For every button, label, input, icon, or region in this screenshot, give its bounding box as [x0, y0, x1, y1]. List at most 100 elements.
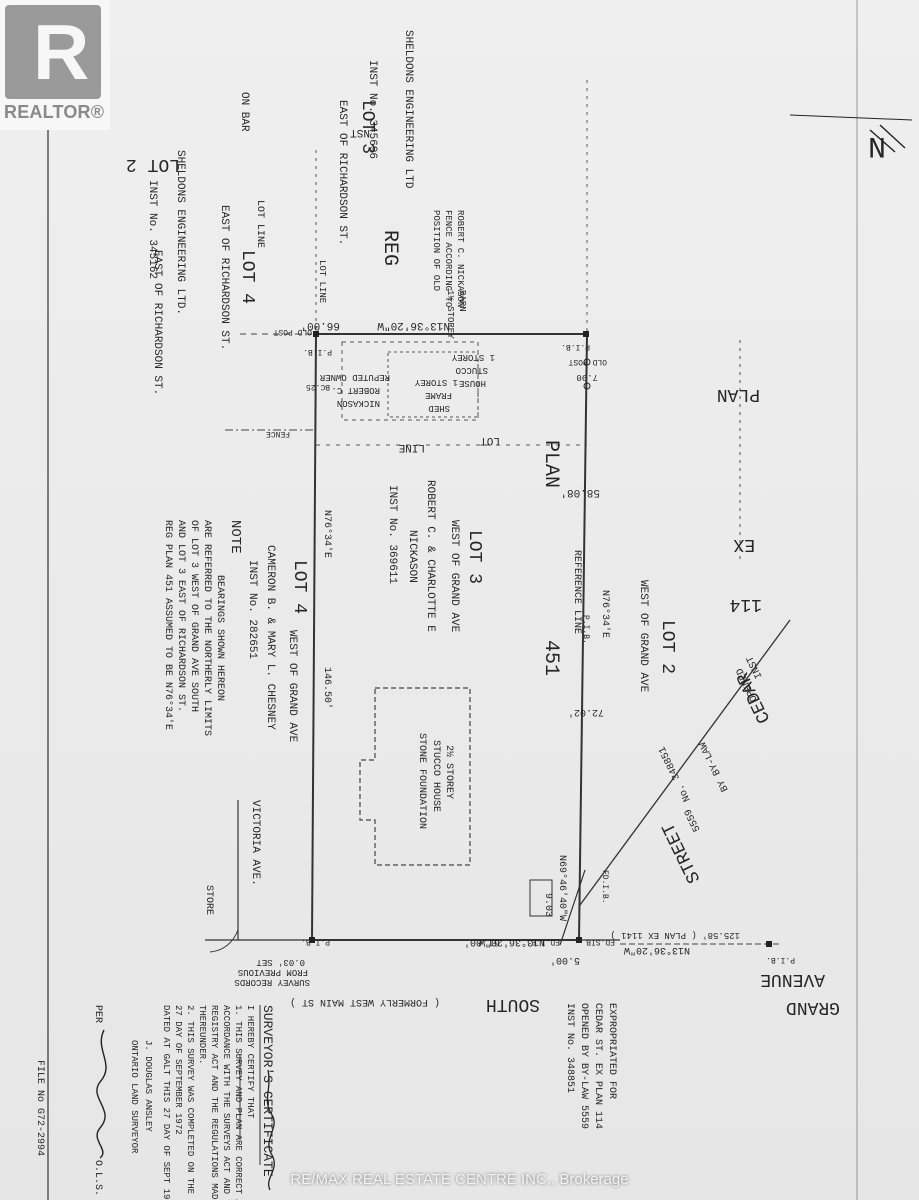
fdsib-label: FD.SIB [586, 937, 615, 946]
edge-on-bar-label: ON BAR [238, 92, 250, 132]
north-arrow-label: N [868, 128, 886, 162]
survey-marker-ne [583, 331, 589, 337]
brokerage-watermark: RE/MAX REAL ESTATE CENTRE INC., Brokerag… [290, 1171, 629, 1188]
plan-big-label: PLAN [539, 440, 562, 488]
grand-label: GRAND [786, 997, 840, 1017]
reference-line-label: REFERENCE LINE [571, 550, 582, 634]
bearing-right-label: N13°36'20"W [479, 936, 545, 948]
nickason-a-label: NICKASON [337, 398, 380, 408]
frame-label: FRAME [425, 390, 452, 400]
frame-storey-label: 1 STOREY [414, 377, 458, 387]
cert-line-1: I HEREBY CERTIFY THAT [245, 1005, 255, 1119]
note-line-2: ARE REFERRED TO THE NORTHERLY LIMITS [201, 520, 212, 736]
west-of-grand-a: WEST OF GRAND AVE [448, 520, 460, 633]
avenue-label: AVENUE [760, 969, 825, 989]
cert-line-7: 27 DAY OF SEPTEMBER 1972 [173, 1005, 183, 1135]
plan-num-big-label: 451 [539, 640, 562, 676]
store-a-label: STORE [203, 885, 214, 915]
victoria-ave-label: VICTORIA AVE. [249, 800, 261, 886]
lot4-east-label: LOT 4 [237, 250, 257, 304]
cert-line-8: DATED AT GALT THIS 27 DAY OF SEPT 1972 [161, 1005, 171, 1200]
stucco-label: STUCCO [456, 365, 488, 375]
inst-no-d: INST No. 345162 [146, 180, 158, 279]
dim-7202-label: 72.02' [568, 706, 604, 718]
file-no-label: FILE No G72-2994 [34, 1060, 45, 1156]
survey-marker-a [583, 358, 591, 366]
corner-line [559, 869, 586, 946]
property-boundary [310, 333, 589, 941]
reputed-owner-label: REPUTED OWNER [319, 372, 390, 382]
inst-no-a: INST No. 345696 [366, 60, 378, 159]
survey-marker-b [583, 382, 591, 390]
east-of-richardson-b: EAST OF RICHARDSON ST. [336, 100, 348, 245]
plb-b-label: P.I.B. [561, 342, 590, 351]
lot-line-a-label: LOT LINE [254, 200, 265, 248]
width-left-label: 66.00' [300, 319, 340, 331]
ols-label: O.L.S. [92, 1160, 103, 1196]
plan-ex-a-label: PLAN [717, 384, 760, 404]
bearing-diag-label: N69°46'40"W [556, 855, 568, 921]
plan-ex-num-label: 114 [730, 594, 762, 614]
lot4-west-label: LOT 4 [289, 560, 309, 614]
note-line-3: OF LOT 3 WEST OF GRAND AVE SOUTH [188, 520, 199, 712]
cedar-street-line [579, 619, 791, 906]
cert-line-5: THEREUNDER. [197, 1005, 207, 1064]
sheldons-eng-b: SHELDONS ENGINEERING LTD. [174, 150, 186, 315]
fence-according-label: FENCE ACCORDING TO [443, 210, 453, 307]
barn-label: BARN [457, 290, 467, 312]
from-previous-label: FROM PREVIOUS [238, 967, 308, 977]
dim-003-label: 0.03' SET [256, 957, 305, 967]
shed-label: SHED [428, 403, 450, 413]
cert-line-9: J. DOUGLAS ANSLEY [143, 1040, 153, 1132]
fdib-b-label: FD.I.B. [526, 937, 560, 946]
house-a-label: HOUSE [459, 378, 486, 388]
expropriated-label: EXPROPRIATED FOR [606, 1003, 617, 1099]
lot-label: LOT [480, 434, 500, 446]
west-of-grand-b: WEST OF GRAND AVE [637, 580, 649, 693]
lot3-east-label: LOT 3 [357, 100, 377, 154]
south-label: SOUTH [486, 994, 540, 1014]
plb-sw-label: P.I.B. [301, 937, 330, 946]
lot2-east-label: LOT 2 [126, 154, 180, 174]
realtor-logo-word: REALTOR [4, 102, 91, 122]
nickason-b-label: NICKASON [406, 530, 418, 583]
cert-line-4: REGISTRY ACT AND THE REGULATIONS MADE [209, 1005, 219, 1200]
cert-line-10: ONTARIO LAND SURVEYOR [129, 1040, 139, 1154]
robert-charlotte-label: ROBERT C. & CHARLOTTE E [424, 480, 436, 632]
east-of-richardson-a: EAST OF RICHARDSON ST. [151, 250, 163, 395]
inst-no-c: INST No. 282651 [246, 560, 258, 659]
lot3-west-label: LOT 3 [464, 530, 484, 584]
dim-5808-label: 58.08' [560, 486, 600, 498]
dim-6100-label: 61.00' [464, 936, 500, 948]
stucco-house-small [341, 341, 479, 421]
north-arrow-icon [789, 114, 913, 153]
plb-a-label: P.I.B. [303, 347, 332, 356]
victoria-ave-curve [209, 929, 239, 953]
bc-25-label: BC.25 [306, 382, 330, 391]
per-label: PER [92, 1005, 103, 1023]
no-348851-label: No. 348851 [657, 744, 693, 803]
survey-marker-nw [313, 331, 319, 337]
dim-903-label: 9.03 [542, 893, 553, 917]
dim-500-label: 5.00' [550, 954, 580, 966]
inst-348851-label: INST No. 348851 [564, 1003, 575, 1093]
robert-c-label: ROBERT C. [331, 385, 380, 395]
line-label: LINE [398, 441, 425, 453]
lot2-west-label: LOT 2 [657, 620, 677, 674]
survey-marker-se [576, 937, 582, 943]
dim-14650-label: 146.50' [321, 667, 333, 709]
dim-box-903 [529, 879, 553, 917]
fence-label: FENCE [266, 429, 290, 438]
bearing-bottom-label: N76°34'E [321, 510, 333, 558]
stucco-house-large [359, 687, 471, 866]
cedar-plan-label: CEDAR ST. EX PLAN 114 [592, 1003, 603, 1129]
inst-no-b: INST No. 369611 [386, 485, 398, 584]
position-fence-label: POSITION OF OLD [431, 210, 441, 291]
reg-label: REG [378, 230, 401, 266]
survey-marker-far [766, 941, 772, 947]
robert-nickason-label: ROBERT C. NICKASON [455, 210, 465, 307]
certificate-title: SURVEYOR'S CERTIFICATE [260, 1005, 275, 1177]
by-bylaw-label: BY BY-LAW [698, 740, 732, 793]
sheldons-eng-a: SHELDONS ENGINEERING LTD [402, 30, 414, 189]
